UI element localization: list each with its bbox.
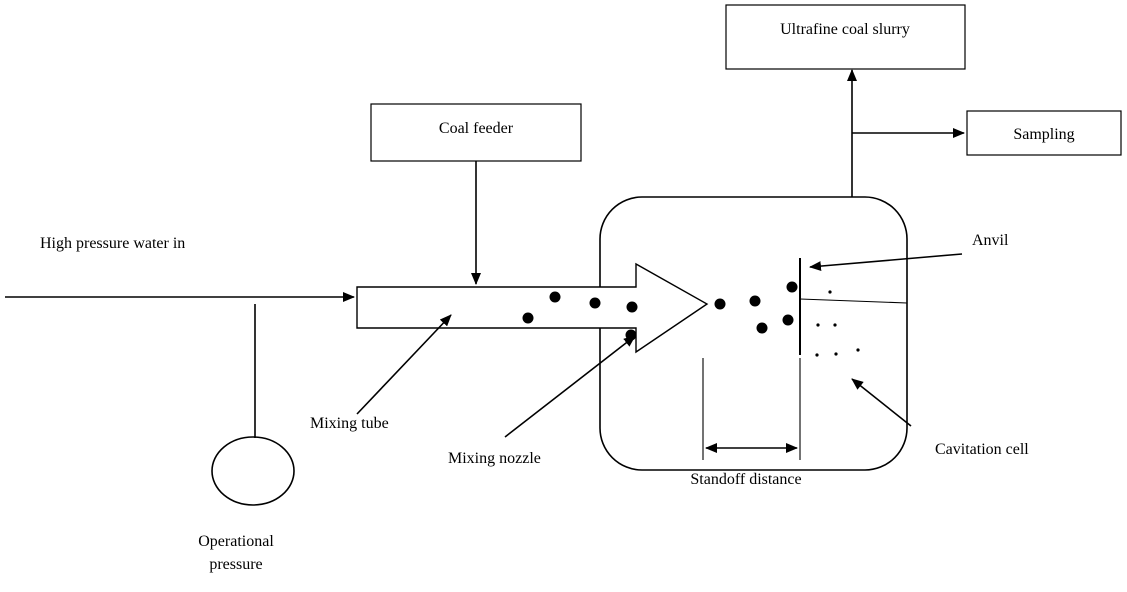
operational-pressure-label-line2: pressure (209, 556, 262, 573)
mixing-tube-nozzle (356, 262, 709, 354)
coal-particle (786, 281, 798, 293)
coal-particle (756, 322, 768, 334)
coal-particle (522, 312, 534, 324)
mixing-nozzle-label: Mixing nozzle (448, 450, 541, 467)
sampling-label: Sampling (1013, 126, 1074, 143)
operational-pressure-label-line1: Operational (198, 533, 274, 550)
mixing-nozzle-pointer-arrow (504, 335, 636, 438)
standoff-distance-label: Standoff distance (690, 471, 801, 488)
fine-particle (815, 353, 819, 357)
fine-particle (834, 352, 838, 356)
anvil-support (799, 298, 908, 304)
mixing-tube-pointer-arrow (356, 314, 452, 415)
anvil-label: Anvil (972, 232, 1009, 249)
fine-particle (828, 290, 832, 294)
fine-particles (815, 290, 860, 357)
cavitation-cell-pointer-arrow (851, 378, 912, 427)
coal-particle (782, 314, 794, 326)
high-pressure-water-label: High pressure water in (40, 235, 185, 252)
fine-particle (833, 323, 837, 327)
pressure-gauge-circle (211, 436, 295, 506)
ultrafine-coal-slurry-box (725, 4, 966, 70)
fine-particle (816, 323, 820, 327)
coal-particle (589, 297, 601, 309)
coal-particle (549, 291, 561, 303)
mixing-tube-label: Mixing tube (310, 415, 389, 432)
coal-feeder-box (370, 103, 582, 162)
fine-particle (856, 348, 860, 352)
coal-feeder-label: Coal feeder (439, 120, 514, 137)
ultrafine-coal-slurry-label: Ultrafine coal slurry (780, 21, 910, 38)
sampling-box (966, 110, 1122, 156)
anvil-pointer-arrow (809, 253, 963, 272)
coal-particle (714, 298, 726, 310)
cavitation-cell-label: Cavitation cell (935, 441, 1029, 458)
coal-particle (626, 301, 638, 313)
coal-particle (749, 295, 761, 307)
